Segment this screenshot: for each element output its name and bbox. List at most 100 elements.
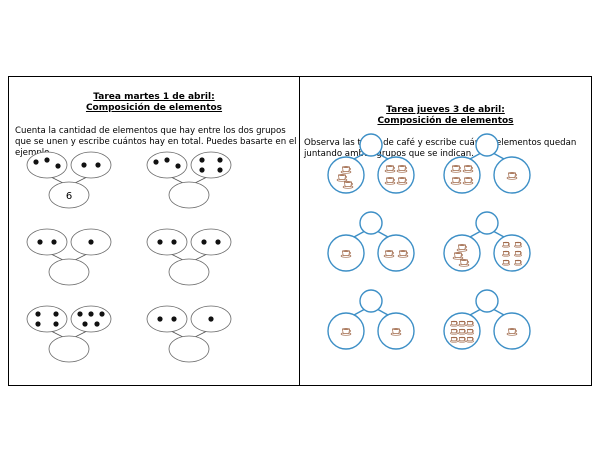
coffee-cup-icon: [450, 165, 462, 173]
answer-oval: [168, 181, 210, 209]
cup-exercise: [443, 211, 531, 272]
coffee-cup-icon: [456, 244, 468, 252]
coffee-cup-icon: [390, 328, 402, 336]
coffee-cup-icon: [465, 320, 475, 327]
filled-dot-icon: [171, 239, 177, 245]
connector-line: [353, 230, 366, 238]
filled-dot-icon: [199, 157, 205, 163]
right-exercises: [327, 133, 531, 350]
filled-dot-icon: [33, 159, 39, 165]
filled-dot-icon: [201, 239, 207, 245]
coffee-cup-icon: [462, 165, 474, 173]
coffee-cup-icon: [384, 177, 396, 185]
filled-dot-icon: [35, 311, 41, 317]
right-instructions: Observa las tazas de café y escribe cuán…: [304, 138, 577, 159]
group-oval: [146, 228, 188, 256]
filled-dot-icon: [55, 163, 61, 169]
filled-dot-icon: [157, 239, 163, 245]
coffee-cup-icon: [501, 259, 511, 266]
filled-dot-icon: [217, 167, 223, 173]
group-circle: [377, 156, 415, 194]
connector-line: [492, 308, 505, 316]
filled-dot-icon: [199, 167, 205, 173]
coffee-cup-icon: [452, 252, 464, 260]
filled-dot-icon: [175, 163, 181, 169]
coffee-cup-icon: [513, 241, 523, 248]
connector-line: [492, 152, 505, 160]
coffee-cup-icon: [513, 259, 523, 266]
filled-dot-icon: [53, 311, 59, 317]
answer-circle: [359, 133, 383, 157]
coffee-cup-icon: [342, 181, 354, 189]
answer-oval: [168, 335, 210, 363]
coffee-cup-icon: [449, 320, 459, 327]
filled-dot-icon: [88, 239, 94, 245]
left-title-line1: Tarea martes 1 de abril:: [93, 92, 215, 102]
filled-dot-icon: [153, 159, 159, 165]
left-panel: Tarea martes 1 de abril: Composición de …: [8, 76, 300, 386]
left-title-line2: Composición de elementos: [85, 103, 223, 113]
filled-dot-icon: [44, 157, 50, 163]
connector-line: [353, 308, 366, 316]
filled-dot-icon: [95, 162, 101, 168]
group-oval: [190, 228, 232, 256]
answer-circle: [359, 211, 383, 235]
answer-oval: [168, 258, 210, 286]
right-title-line2: Composición de elementos: [377, 116, 514, 126]
group-circle: [443, 156, 481, 194]
cup-exercise: [327, 133, 415, 194]
filled-dot-icon: [88, 311, 94, 317]
coffee-cup-icon: [457, 320, 467, 327]
coffee-cup-icon: [501, 241, 511, 248]
filled-dot-icon: [171, 316, 177, 322]
coffee-cup-icon: [506, 328, 518, 336]
filled-dot-icon: [157, 316, 163, 322]
connector-line: [376, 308, 389, 316]
answer-circle: [475, 133, 499, 157]
connector-line: [469, 230, 482, 238]
filled-dot-icon: [94, 321, 100, 327]
filled-dot-icon: [208, 316, 214, 322]
coffee-cup-icon: [383, 250, 395, 258]
connector-line: [376, 230, 389, 238]
coffee-cup-icon: [501, 250, 511, 257]
coffee-cup-icon: [458, 259, 470, 267]
coffee-cup-icon: [397, 250, 409, 258]
group-oval: [70, 151, 112, 179]
dot-exercise: [26, 305, 112, 363]
dot-exercise: [146, 151, 232, 209]
filled-dot-icon: [82, 321, 88, 327]
group-circle: [377, 234, 415, 272]
right-panel: Tarea jueves 3 de abril: Composición de …: [299, 76, 592, 386]
coffee-cup-icon: [462, 177, 474, 185]
group-oval: [26, 151, 68, 179]
filled-dot-icon: [99, 311, 105, 317]
filled-dot-icon: [164, 157, 170, 163]
coffee-cup-icon: [465, 336, 475, 343]
group-oval: [146, 151, 188, 179]
group-oval: [190, 151, 232, 179]
group-circle: [493, 234, 531, 272]
coffee-cup-icon: [449, 336, 459, 343]
group-oval: [26, 305, 68, 333]
filled-dot-icon: [35, 321, 41, 327]
cup-exercise: [327, 289, 415, 350]
dot-exercise: [146, 305, 232, 363]
answer-circle: [475, 211, 499, 235]
answer-oval: [48, 335, 90, 363]
filled-dot-icon: [51, 239, 57, 245]
coffee-cup-icon: [340, 250, 352, 258]
answer-circle: [475, 289, 499, 313]
answer-text: 6: [66, 191, 72, 202]
connector-line: [469, 308, 482, 316]
coffee-cup-icon: [449, 328, 459, 335]
connector-line: [376, 152, 389, 160]
coffee-cup-icon: [465, 328, 475, 335]
connector-line: [492, 230, 505, 238]
coffee-cup-icon: [513, 250, 523, 257]
connector-line: [469, 152, 482, 160]
coffee-cup-icon: [457, 328, 467, 335]
left-instructions: Cuenta la cantidad de elementos que hay …: [15, 126, 297, 158]
coffee-cup-icon: [457, 336, 467, 343]
coffee-cup-icon: [340, 328, 352, 336]
